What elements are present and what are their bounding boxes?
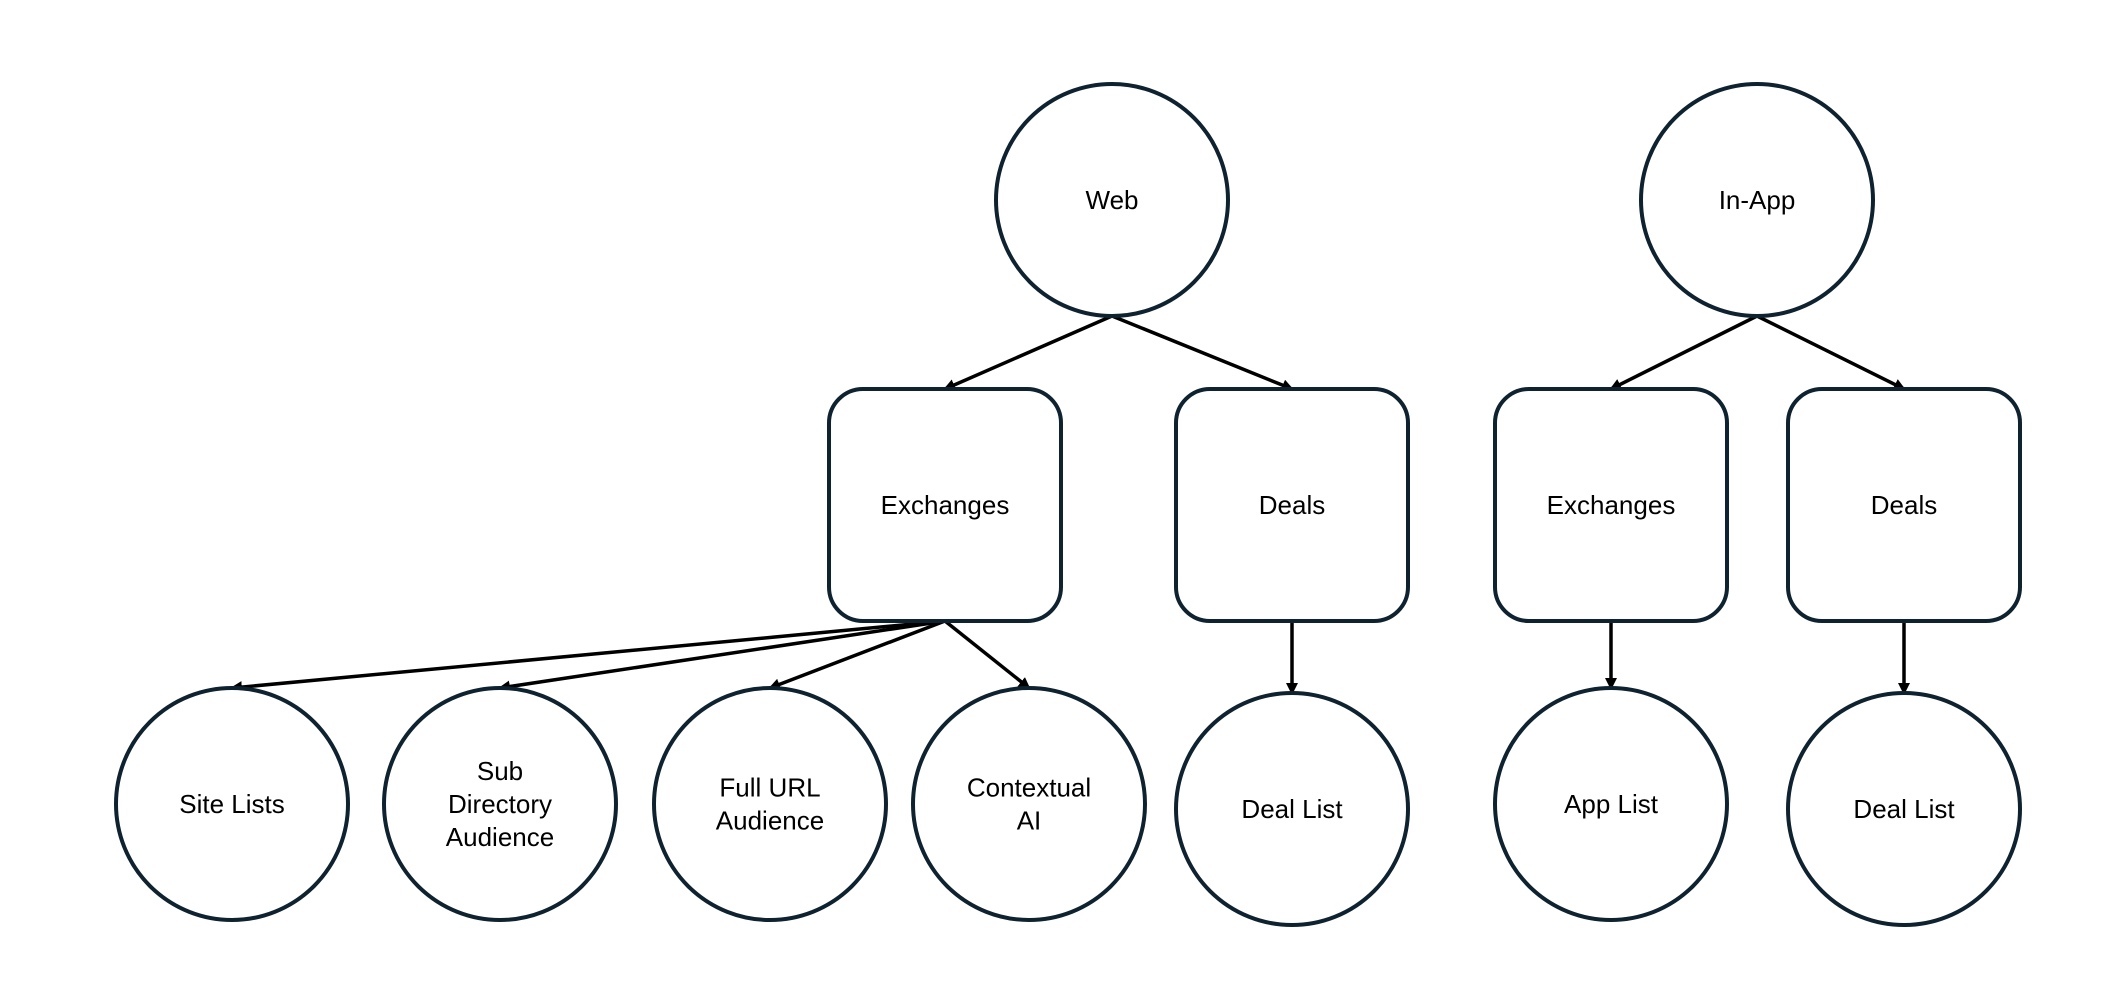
node-app-exchanges: Exchanges (1493, 387, 1729, 623)
circle-node-shape (114, 686, 350, 922)
node-in-app: In-App (1639, 82, 1875, 318)
node-label: App List (1564, 789, 1659, 819)
node-label: In-App (1719, 185, 1796, 215)
circle-node-shape (911, 686, 1147, 922)
node-label: Contextual (967, 773, 1091, 803)
node-label: Exchanges (881, 490, 1010, 520)
edge-in-app-to-app-deals (1756, 314, 1906, 391)
edges-layer (230, 314, 1910, 695)
node-label: Exchanges (1547, 490, 1676, 520)
node-label: Web (1086, 185, 1139, 215)
node-app-deals: Deals (1786, 387, 2022, 623)
node-web: Web (994, 82, 1230, 318)
node-label: Deal List (1241, 794, 1343, 824)
node-site-lists: Site Lists (114, 686, 350, 922)
rounded-rect-node-shape (1493, 387, 1729, 623)
edge-web-to-web-deals (1111, 314, 1294, 391)
node-web-exchanges: Exchanges (827, 387, 1063, 623)
node-web-deals: Deals (1174, 387, 1410, 623)
circle-node-shape (1639, 82, 1875, 318)
circle-node-shape (1174, 691, 1410, 927)
circle-node-shape (652, 686, 888, 922)
node-label: Deals (1871, 490, 1937, 520)
rounded-rect-node-shape (827, 387, 1063, 623)
node-web-deal-list: Deal List (1174, 691, 1410, 927)
node-label: Directory (448, 789, 552, 819)
node-label: Site Lists (179, 789, 285, 819)
edge-in-app-to-app-exchanges (1609, 314, 1758, 391)
node-label: AI (1017, 806, 1042, 836)
circle-node-shape (382, 686, 618, 922)
node-app-deal-list: Deal List (1786, 691, 2022, 927)
node-label: Deal List (1853, 794, 1955, 824)
node-label: Audience (716, 806, 824, 836)
edge-web-exchanges-to-site-lists (230, 619, 946, 694)
edge-web-exchanges-to-full-url-audience (768, 619, 946, 691)
node-label: Audience (446, 822, 554, 852)
circle-node-shape (1493, 686, 1729, 922)
node-app-list: App List (1493, 686, 1729, 922)
edge-web-exchanges-to-contextual-ai (943, 619, 1031, 690)
circle-node-shape (1786, 691, 2022, 927)
node-label: Sub (477, 756, 523, 786)
node-label: Full URL (719, 773, 820, 803)
rounded-rect-node-shape (1174, 387, 1410, 623)
rounded-rect-node-shape (1786, 387, 2022, 623)
node-label: Deals (1259, 490, 1325, 520)
circle-node-shape (994, 82, 1230, 318)
edge-web-exchanges-to-sub-directory-audience (498, 619, 946, 693)
edge-web-to-web-exchanges (943, 314, 1113, 391)
